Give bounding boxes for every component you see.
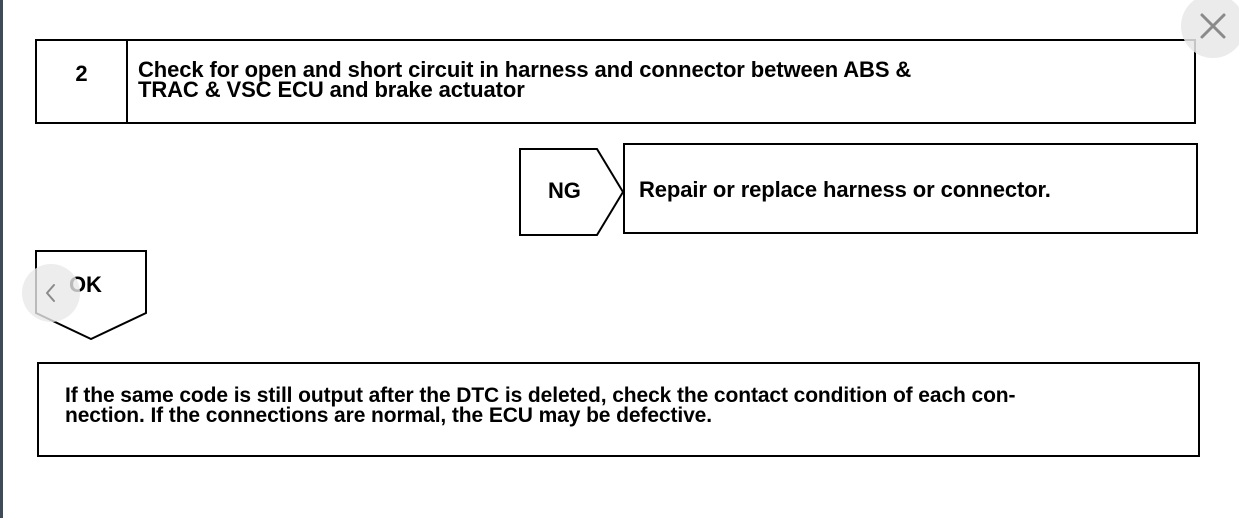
previous-button[interactable] [22, 264, 80, 322]
step-title: Check for open and short circuit in harn… [128, 41, 1128, 122]
viewer-left-edge [0, 0, 3, 518]
ng-result-box: Repair or replace harness or connector. [623, 143, 1198, 234]
ng-arrow-shape [519, 148, 625, 236]
step-header-box: 2 Check for open and short circuit in ha… [35, 39, 1196, 124]
close-button[interactable] [1181, 0, 1239, 58]
step-title-line-1: Check for open and short circuit in harn… [138, 57, 912, 82]
chevron-left-icon [46, 284, 55, 302]
final-note-line-1: If the same code is still output after t… [65, 384, 1016, 407]
final-note-box: If the same code is still output after t… [37, 362, 1200, 457]
ng-label: NG [548, 178, 581, 203]
step-title-line-2: TRAC & VSC ECU and brake actuator [138, 77, 525, 102]
final-note-line-2: nection. If the connections are normal, … [65, 404, 712, 427]
step-number: 2 [37, 41, 128, 122]
close-icon [1200, 13, 1226, 39]
ng-result-text: Repair or replace harness or connector. [639, 177, 1051, 202]
